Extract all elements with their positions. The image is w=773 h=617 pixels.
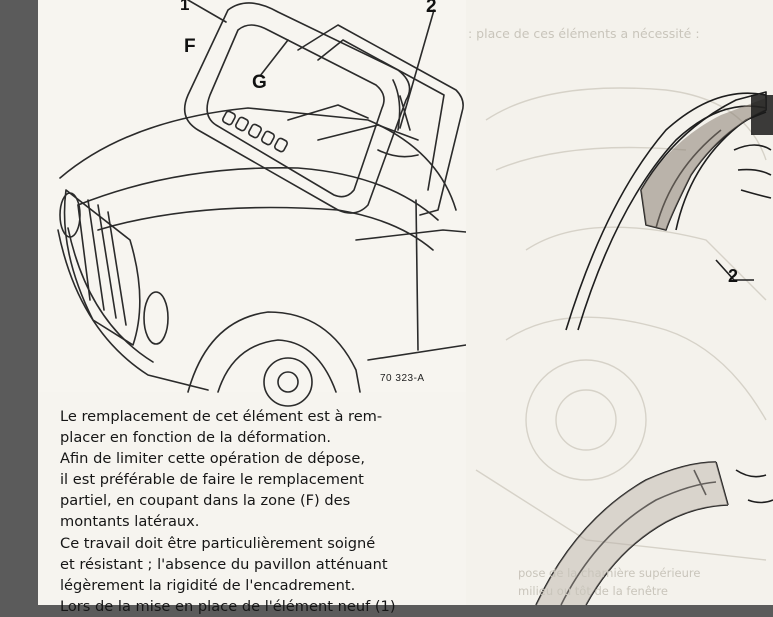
body-line-4: il est préférable de faire le remplaceme… — [60, 471, 364, 489]
car-front-illustration: 1 2 F G — [38, 0, 467, 407]
detail-callout-2: 2 — [728, 266, 738, 286]
body-line-8: et résistant ; l'absence du pavillon att… — [60, 555, 388, 573]
callout-1: 1 — [180, 0, 189, 14]
body-line-3: Afin de limiter cette opération de dépos… — [60, 450, 365, 468]
callout-g: G — [252, 72, 267, 93]
body-line-6: montants latéraux. — [60, 513, 200, 531]
body-line-7: Ce travail doit être particulièrement so… — [60, 534, 376, 552]
body-line-9: légèrement la rigidité de l'encadrement. — [60, 576, 356, 594]
body-paragraph: Le remplacement de cet élément est à rem… — [60, 406, 470, 617]
body-line-2: placer en fonction de la déformation. — [60, 429, 332, 447]
ghost-text-bottom-1: pose de la charnière supérieure — [518, 566, 701, 580]
ghost-text-top: : place de ces éléments a nécessité : — [468, 26, 700, 41]
manual-page: 1 2 F G 70 323-A 2 — [38, 0, 773, 615]
callout-f: F — [184, 36, 196, 57]
figure-reference: 70 323-A — [380, 373, 425, 384]
body-line-1: Le remplacement de cet élément est à rem… — [60, 408, 383, 425]
body-line-5: partiel, en coupant dans la zone (F) des — [60, 492, 351, 510]
ghost-text-bottom-2: milieu ou tôt de la fenêtre — [518, 584, 668, 598]
body-line-10: Lors de la mise en place de l'élément ne… — [60, 597, 396, 615]
callout-2: 2 — [426, 0, 437, 17]
frame-detail-illustration: 2 — [466, 0, 773, 606]
